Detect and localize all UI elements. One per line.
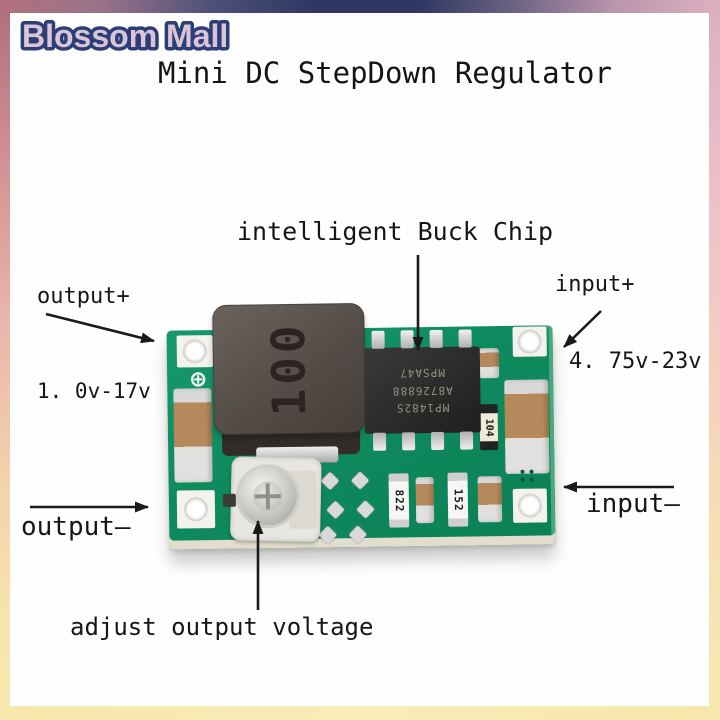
mounting-pad — [512, 488, 548, 523]
chip-pin — [429, 329, 443, 349]
label-input-voltage-range: 4. 75v-23v — [569, 349, 702, 374]
chip-marking-line: MP1482S — [395, 400, 450, 415]
label-output-voltage-range: 1. 0v-17v — [37, 379, 151, 403]
mounting-pad — [512, 326, 547, 357]
screw-slot — [265, 483, 270, 510]
page-title: Mini DC StepDown Regulator — [158, 56, 612, 90]
chip-pin — [459, 431, 474, 450]
resistor-marking: 822 — [392, 488, 406, 513]
capacitor-104: 104 — [479, 404, 499, 451]
via-dot — [529, 477, 534, 482]
capacitor-small — [415, 476, 435, 524]
mounting-pad — [176, 335, 214, 368]
label-buck-chip: intelligent Buck Chip — [237, 217, 554, 246]
capacitor-left — [173, 388, 213, 483]
frame-border-left — [0, 13, 10, 706]
chip-pin — [430, 431, 445, 451]
chip-pin — [400, 330, 414, 349]
mounting-hole — [185, 499, 207, 520]
brand-logo-text: Blossom Mall — [22, 18, 228, 54]
capacitor-marking: 104 — [483, 418, 495, 437]
chip-marking-line: MPSA47 — [399, 366, 446, 380]
label-input-minus: input— — [586, 489, 680, 519]
mounting-hole — [184, 341, 205, 362]
label-output-plus: output+ — [37, 284, 130, 309]
frame-border-right — [709, 13, 720, 706]
chip-pin — [401, 432, 416, 451]
label-adjust-output-voltage: adjust output voltage — [70, 613, 374, 641]
brand-logo: Blossom Mall — [19, 15, 232, 58]
chip-pin — [372, 432, 387, 451]
chip-pin — [371, 330, 385, 349]
via-dot — [520, 469, 525, 474]
buck-converter-ic: MP1482S A8726888 MPSA47 — [363, 329, 481, 451]
arrow-input-plus — [563, 310, 602, 348]
chip-marking: MP1482S A8726888 MPSA47 — [364, 346, 481, 434]
resistor-marking: 152 — [451, 488, 465, 512]
inductor-marking: 100 — [261, 321, 317, 417]
arrow-output-plus — [45, 312, 155, 344]
trimmer-potentiometer — [229, 456, 322, 543]
chip-pin — [458, 329, 472, 348]
via-dot — [529, 469, 534, 474]
frame-border-top — [0, 0, 720, 13]
via-dot — [520, 477, 525, 482]
mounting-hole — [519, 495, 541, 516]
label-output-minus: output— — [21, 512, 131, 542]
capacitor-small — [478, 348, 500, 379]
resistor-152: 152 — [447, 472, 469, 527]
mounting-pad — [176, 490, 216, 529]
chip-marking-line: A8726888 — [391, 383, 453, 398]
frame-border-bottom — [0, 706, 720, 720]
mounting-hole — [519, 331, 540, 352]
capacitor-right — [504, 379, 550, 474]
trimmer-screw — [252, 481, 284, 512]
capacitor-label-band: 104 — [479, 413, 499, 442]
resistor-822: 822 — [388, 473, 410, 528]
pcb-module: ⊕ 100 MP1482S A8726888 MPSA47 — [166, 302, 556, 550]
smd-component — [222, 493, 236, 507]
power-inductor: 100 — [212, 302, 366, 436]
label-input-plus: input+ — [555, 272, 635, 297]
capacitor-small — [477, 476, 503, 523]
